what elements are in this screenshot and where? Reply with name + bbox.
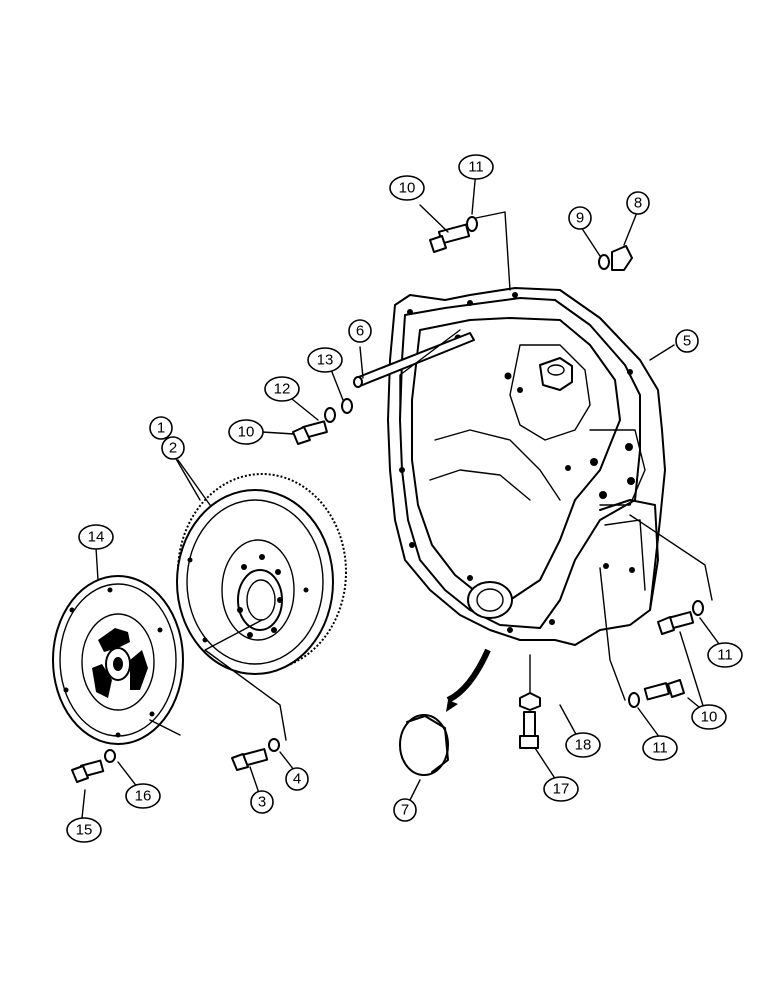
housing-bolt <box>519 711 539 749</box>
callout-18: 18 <box>565 732 601 758</box>
bolt-top <box>429 216 478 253</box>
callout-6: 6 <box>348 319 372 343</box>
callout-2: 2 <box>161 436 185 460</box>
callout-4: 4 <box>285 767 309 791</box>
bolt-right-upper <box>657 600 704 635</box>
callout-label: 10 <box>701 709 718 726</box>
dowel-pin <box>353 332 475 388</box>
callout-9: 9 <box>568 206 592 230</box>
callout-1: 1 <box>149 416 173 440</box>
housing-nut <box>519 692 541 711</box>
callout-label: 6 <box>356 323 364 340</box>
callout-label: 3 <box>258 794 266 811</box>
callout-label: 11 <box>652 740 668 757</box>
callout-label: 17 <box>553 781 570 798</box>
callout-8: 8 <box>626 191 650 215</box>
callout-label: 8 <box>634 195 642 212</box>
callout-label: 14 <box>88 529 105 546</box>
cover-plug <box>399 648 491 776</box>
callout-label: 4 <box>293 771 301 788</box>
callout-15: 15 <box>66 817 102 843</box>
callout-14: 14 <box>78 524 114 550</box>
callout-17: 17 <box>543 776 579 802</box>
flywheel <box>176 473 347 675</box>
callout-13: 13 <box>307 347 343 373</box>
callout-label: 11 <box>717 647 733 664</box>
callout-label: 7 <box>401 802 409 819</box>
callout-16: 16 <box>125 783 161 809</box>
callout-label: 11 <box>468 159 484 176</box>
callout-label: 9 <box>576 210 584 227</box>
callout-5: 5 <box>675 329 699 353</box>
callout-7: 7 <box>393 798 417 822</box>
callout-10-top: 10 <box>389 175 425 201</box>
clutch-disc <box>52 575 184 745</box>
drain-plug <box>598 245 633 271</box>
bolt-left-upper <box>292 398 353 445</box>
callout-label: 1 <box>157 420 165 437</box>
callout-12: 12 <box>264 376 300 402</box>
callout-label: 18 <box>575 737 592 754</box>
callout-label: 2 <box>169 440 177 457</box>
callout-label: 12 <box>274 381 291 398</box>
callout-10-right: 10 <box>691 704 727 730</box>
callout-11-bottom: 11 <box>642 735 678 761</box>
callout-label: 16 <box>135 788 152 805</box>
callout-3: 3 <box>250 790 274 814</box>
callout-label: 10 <box>399 180 416 197</box>
callout-label: 5 <box>683 333 691 350</box>
callout-label: 15 <box>76 822 93 839</box>
callout-label: 10 <box>238 424 255 441</box>
clutch-bolt <box>71 749 116 783</box>
callout-label: 13 <box>317 352 334 369</box>
callout-11-top: 11 <box>458 154 494 180</box>
bolt-right-lower <box>628 679 685 708</box>
flywheel-bolt <box>231 738 280 771</box>
leader-lines <box>81 169 723 819</box>
flywheel-housing <box>387 287 666 646</box>
callout-10-left: 10 <box>228 419 264 445</box>
callout-11-right: 11 <box>707 642 743 668</box>
